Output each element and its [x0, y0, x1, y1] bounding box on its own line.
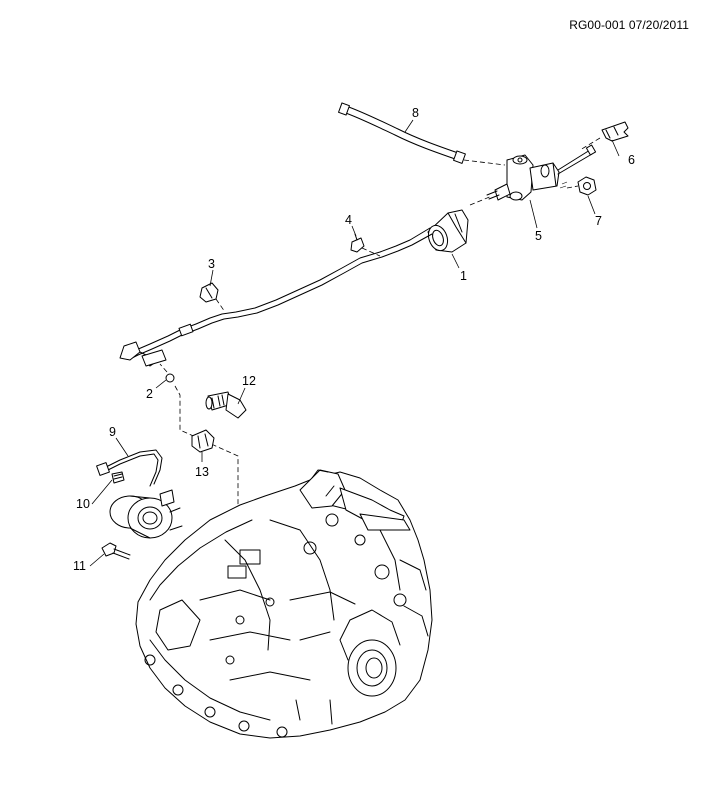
part-8-hose	[338, 102, 506, 166]
callout-8: 8	[412, 106, 419, 120]
callout-1: 1	[460, 269, 467, 283]
part-13-clip	[191, 429, 215, 453]
callout-11: 11	[73, 559, 86, 573]
callout-leaders	[89, 119, 620, 567]
part-1-pipe-assembly	[119, 209, 469, 367]
part-12-connector	[205, 391, 247, 419]
part-10-bleeder-screw	[111, 471, 125, 484]
document-id-date: RG00-001 07/20/2011	[569, 18, 689, 32]
part-6-retaining-clip	[579, 121, 629, 151]
callout-5: 5	[535, 229, 542, 243]
callout-2: 2	[146, 387, 153, 401]
callout-12: 12	[242, 374, 256, 388]
callout-6: 6	[628, 153, 635, 167]
callout-13: 13	[195, 465, 209, 479]
part-9-slave-hose	[96, 449, 163, 487]
callout-10: 10	[76, 497, 90, 511]
transaxle-housing	[135, 469, 433, 739]
part-4-pipe-clip	[350, 233, 381, 257]
part-7-nut	[566, 176, 597, 196]
concentric-slave-cylinder	[109, 489, 183, 539]
part-3-pipe-clip	[199, 282, 226, 313]
callout-4: 4	[345, 213, 352, 227]
callout-7: 7	[595, 214, 602, 228]
callout-labels: 8 6 7 5 1 4 3 2 12 13 9 10 11	[73, 106, 635, 573]
part-2-o-ring	[159, 363, 239, 560]
callout-3: 3	[208, 257, 215, 271]
part-11-bolt	[101, 542, 131, 560]
part-5-master-cylinder	[469, 144, 597, 206]
callout-9: 9	[109, 425, 116, 439]
